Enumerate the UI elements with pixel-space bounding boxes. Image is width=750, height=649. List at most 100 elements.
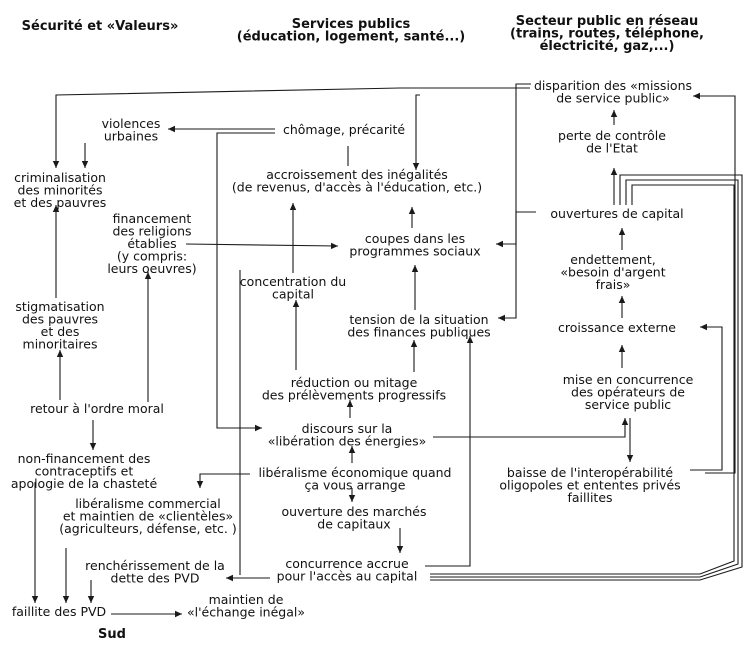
arrowhead (289, 203, 297, 210)
label-line: baisse de l'interopérabilité (507, 465, 673, 480)
label-line: service public (585, 397, 671, 412)
arrowhead (408, 207, 416, 214)
arrowhead (346, 400, 354, 407)
arrowhead (255, 424, 262, 432)
label-line: accroissement des inégalités (266, 167, 448, 182)
label-line: apologie de la chasteté (11, 476, 158, 491)
arrowhead (618, 228, 626, 235)
label-line: Secteur public en réseau (516, 14, 699, 29)
label-line: violences (102, 116, 161, 131)
label-line: minoritaires (23, 337, 98, 352)
label-line: coupes dans les (365, 231, 465, 246)
edge-ouvertures-to-tension (498, 211, 536, 319)
label-line: mise en concurrence (563, 372, 694, 387)
label-line: (y compris: (117, 249, 187, 264)
label-line: frais» (596, 277, 631, 292)
label-line: maintien de (209, 592, 284, 607)
node-ouvertures-capital: ouvertures de capital (550, 206, 683, 221)
arrowhead (52, 161, 60, 168)
node-faillite-pvd: faillite des PVD (12, 604, 106, 619)
label-line: urbaines (104, 129, 158, 144)
edge-financement-to-coupes (185, 243, 339, 247)
label-line: réduction ou mitage (291, 375, 418, 390)
edge-baisse-up-to-disparition (693, 95, 736, 474)
label-line: Sud (98, 627, 126, 642)
arrowhead (618, 296, 626, 303)
labels: Sécurité et «Valeurs» Services publics(éd… (11, 14, 704, 642)
node-securite: Sécurité et «Valeurs» (22, 19, 179, 34)
label-line: faillite des PVD (12, 604, 106, 619)
label-line: libéralisme commercial (75, 496, 221, 511)
edge-right-frame-inner2 (430, 184, 735, 575)
label-line: libéralisme économique quand (259, 465, 452, 480)
label-line: et des pauvres (14, 195, 107, 210)
label-line: des pauvres (22, 312, 98, 327)
node-sud: Sud (98, 627, 126, 642)
arrowhead (700, 323, 707, 331)
label-line: Services publics (292, 17, 411, 32)
label-line: des opérateurs de (571, 385, 685, 400)
arrowhead (87, 596, 95, 603)
arrowhead (348, 495, 356, 502)
arrowhead (196, 481, 204, 488)
label-line: des religions (112, 224, 191, 239)
arrowhead (292, 300, 300, 307)
label-line: concurrence accrue (285, 556, 409, 571)
label-line: pour l'accès au capital (277, 569, 418, 584)
label-line: financement (113, 211, 192, 226)
label-line: des minorités (17, 183, 102, 198)
label-line: leurs oeuvres) (107, 261, 196, 276)
label-line: disparition des «missions (534, 78, 692, 93)
label-line: «besoin d'argent (560, 265, 665, 280)
label-line: endettement, (570, 252, 655, 267)
arrowhead (693, 92, 700, 100)
arrowhead (81, 161, 89, 168)
node-services: Services publics(éducation, logement, sa… (237, 17, 465, 45)
arrowhead (168, 125, 175, 133)
label-line: (de revenus, d'accès à l'éducation, etc.… (232, 180, 482, 195)
edge-discours-to-mise-concurrence (433, 418, 626, 438)
label-line: électricité, gaz,...) (540, 39, 675, 54)
edge-liberalisme-eco-to-commercial (199, 473, 250, 488)
label-line: (éducation, logement, santé...) (237, 30, 465, 45)
label-line: ouvertures de capital (550, 206, 683, 221)
label-line: contraceptifs et (35, 464, 134, 479)
label-line: concentration du (240, 274, 346, 289)
label-line: de capitaux (317, 517, 390, 532)
label-line: criminalisation (14, 170, 106, 185)
arrowhead (56, 350, 64, 357)
arrowhead (618, 345, 626, 352)
label-line: renchérissement de la (85, 558, 225, 573)
label-line: et maintien de «clientèles» (63, 509, 233, 524)
label-line: des finances publiques (347, 325, 490, 340)
label-line: ouverture des marchés (282, 504, 427, 519)
arrowhead (410, 340, 418, 347)
label-line: stigmatisation (15, 299, 104, 314)
arrowhead (466, 336, 474, 343)
label-line: ça vous arrange (305, 478, 406, 493)
label-line: faillites (567, 490, 612, 505)
label-line: «l'échange inégal» (187, 605, 305, 620)
arrowhead (396, 546, 404, 553)
arrowhead (412, 163, 420, 170)
label-line: de service public» (556, 91, 670, 106)
label-line: programmes sociaux (349, 244, 480, 259)
label-line: (trains, routes, téléphone, (510, 27, 704, 42)
node-secteur: Secteur public en réseau(trains, routes,… (510, 14, 704, 54)
label-line: dette des PVD (111, 571, 200, 586)
arrowhead (62, 596, 70, 603)
label-line: oligopoles et ententes privés (499, 478, 680, 493)
